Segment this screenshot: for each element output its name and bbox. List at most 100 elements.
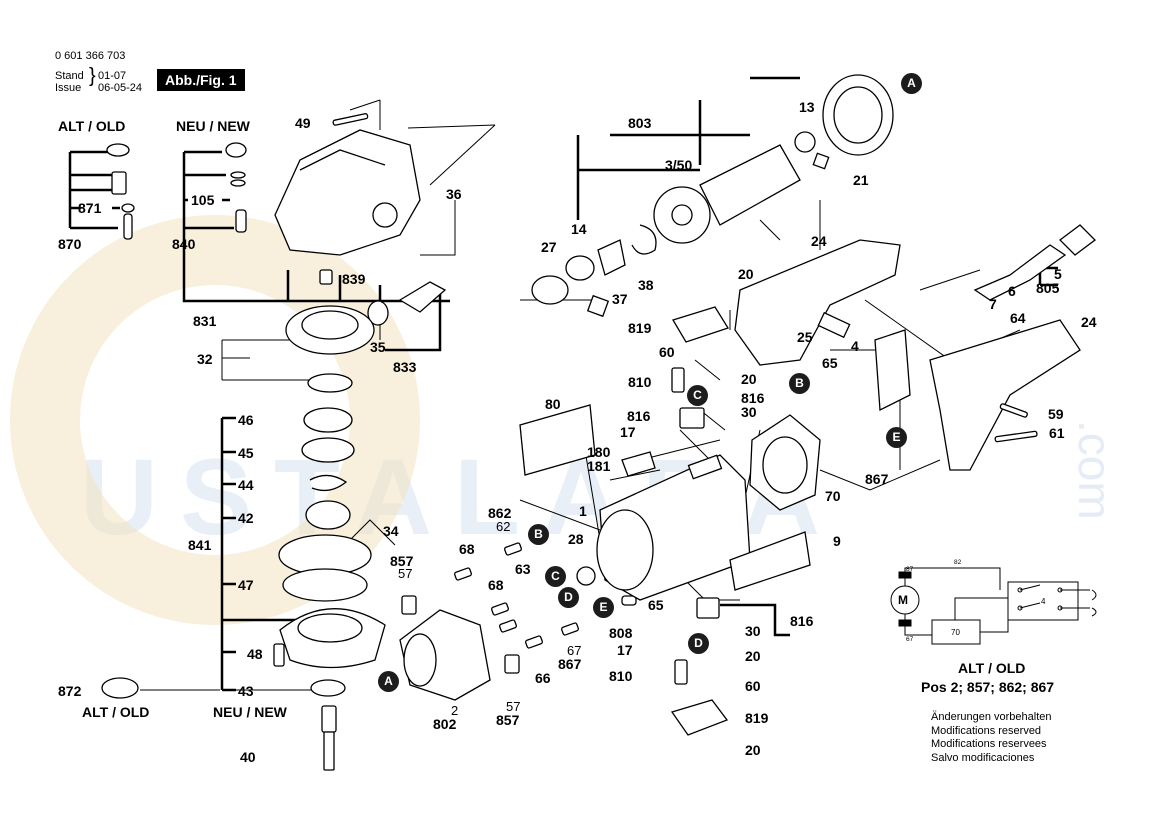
part-label: 816 bbox=[790, 613, 814, 629]
stand-label: Stand bbox=[55, 70, 84, 82]
part-label: 45 bbox=[238, 445, 254, 461]
callout-bubble-b: B bbox=[789, 373, 810, 394]
part-label: 24 bbox=[811, 233, 827, 249]
part-label: 857 bbox=[496, 712, 520, 728]
part-label-old: 67 bbox=[567, 643, 582, 658]
part-label: 35 bbox=[370, 339, 386, 355]
part-label: 47 bbox=[238, 577, 254, 593]
part-label: 65 bbox=[648, 597, 664, 613]
part-label: 70 bbox=[825, 488, 841, 504]
part-label: 32 bbox=[197, 351, 213, 367]
part-label: 13 bbox=[799, 99, 815, 115]
callout-bubble-e: E bbox=[886, 427, 907, 448]
part-label: 43 bbox=[238, 683, 254, 699]
part-label: 819 bbox=[745, 710, 769, 726]
part-label: 816 bbox=[627, 408, 651, 424]
part-label: 68 bbox=[459, 541, 475, 557]
note-fr: Modifications reservees bbox=[931, 738, 1047, 750]
stand-value: 01-07 bbox=[98, 70, 127, 82]
part-label-old: 2 bbox=[451, 703, 459, 718]
part-label: 862 bbox=[488, 505, 512, 521]
callout-bubble-d: D bbox=[558, 587, 579, 608]
part-number: 0 601 366 703 bbox=[55, 50, 126, 62]
part-label: 819 bbox=[628, 320, 652, 336]
part-label: 17 bbox=[617, 642, 633, 658]
part-label: 60 bbox=[659, 344, 675, 360]
part-label: 34 bbox=[383, 523, 399, 539]
part-label: 871 bbox=[78, 200, 102, 216]
part-label: 21 bbox=[853, 172, 869, 188]
callout-bubble-a: A bbox=[378, 671, 399, 692]
schematic-label-87: 87 bbox=[906, 566, 914, 573]
group-brackets bbox=[68, 76, 1058, 692]
part-label-old: 57 bbox=[398, 566, 413, 581]
schematic-label-4: 4 bbox=[1041, 597, 1046, 606]
part-label: 867 bbox=[865, 471, 889, 487]
part-label: 25 bbox=[797, 329, 813, 345]
part-label: 37 bbox=[612, 291, 628, 307]
part-label: 30 bbox=[745, 623, 761, 639]
schematic-label-82: 82 bbox=[954, 559, 962, 566]
part-label: 833 bbox=[393, 359, 417, 375]
part-label: 4 bbox=[851, 338, 859, 354]
part-label-old: 57 bbox=[506, 699, 521, 714]
callout-bubble-c: C bbox=[545, 566, 566, 587]
part-label: 48 bbox=[247, 646, 263, 662]
part-label: 870 bbox=[58, 236, 82, 252]
part-label: 64 bbox=[1010, 310, 1026, 326]
part-label: 810 bbox=[628, 374, 652, 390]
part-label: 65 bbox=[822, 355, 838, 371]
part-label: 40 bbox=[240, 749, 256, 765]
part-label: 180 bbox=[587, 444, 611, 460]
schematic-label-70: 70 bbox=[951, 628, 960, 637]
part-label: 839 bbox=[342, 271, 366, 287]
part-label: 14 bbox=[571, 221, 587, 237]
part-shapes bbox=[101, 74, 1096, 771]
part-label: 9 bbox=[833, 533, 841, 549]
part-label: 831 bbox=[193, 313, 217, 329]
title-alt-old-top: ALT / OLD bbox=[58, 118, 126, 134]
part-label: 857 bbox=[390, 553, 414, 569]
part-label: 810 bbox=[609, 668, 633, 684]
part-label: 841 bbox=[188, 537, 212, 553]
part-label: 20 bbox=[745, 648, 761, 664]
part-label: 44 bbox=[238, 477, 254, 493]
part-label: 3/50 bbox=[665, 157, 693, 173]
part-label: 24 bbox=[1081, 314, 1097, 330]
callout-bubble-d: D bbox=[688, 633, 709, 654]
part-label: 17 bbox=[620, 424, 636, 440]
callout-bubble-a: A bbox=[901, 73, 922, 94]
part-label: 803 bbox=[628, 115, 652, 131]
part-label: 36 bbox=[446, 186, 462, 202]
note-es: Salvo modificaciones bbox=[931, 751, 1035, 764]
part-label: 805 bbox=[1036, 280, 1060, 296]
schematic-motor-label: M bbox=[898, 593, 908, 607]
part-label-old: 62 bbox=[496, 519, 511, 534]
part-label: 872 bbox=[58, 683, 82, 699]
part-label: 6 bbox=[1008, 283, 1016, 299]
callout-bubble-b: B bbox=[528, 524, 549, 545]
figure-tag: Abb./Fig. 1 bbox=[157, 69, 245, 91]
schematic-title-2: Pos 2; 857; 862; 867 bbox=[921, 679, 1055, 695]
part-label: 60 bbox=[745, 678, 761, 694]
title-neu-new-bottom: NEU / NEW bbox=[213, 704, 287, 720]
part-label: 808 bbox=[609, 625, 633, 641]
part-label: 867 bbox=[558, 656, 582, 672]
part-label: 105 bbox=[191, 192, 215, 208]
part-label: 66 bbox=[535, 670, 551, 686]
part-label: 28 bbox=[568, 531, 584, 547]
part-label: 816 bbox=[741, 390, 765, 406]
part-label: 46 bbox=[238, 412, 254, 428]
wiring-schematic bbox=[890, 567, 1097, 645]
part-label: 49 bbox=[295, 115, 311, 131]
part-label: 7 bbox=[989, 296, 997, 312]
part-label: 1 bbox=[579, 503, 587, 519]
part-label: 840 bbox=[172, 236, 196, 252]
part-label: 68 bbox=[488, 577, 504, 593]
part-label: 27 bbox=[541, 239, 557, 255]
callout-bubble-e: E bbox=[593, 597, 614, 618]
callout-bubble-c: C bbox=[687, 385, 708, 406]
issue-value: 06-05-24 bbox=[98, 82, 143, 94]
